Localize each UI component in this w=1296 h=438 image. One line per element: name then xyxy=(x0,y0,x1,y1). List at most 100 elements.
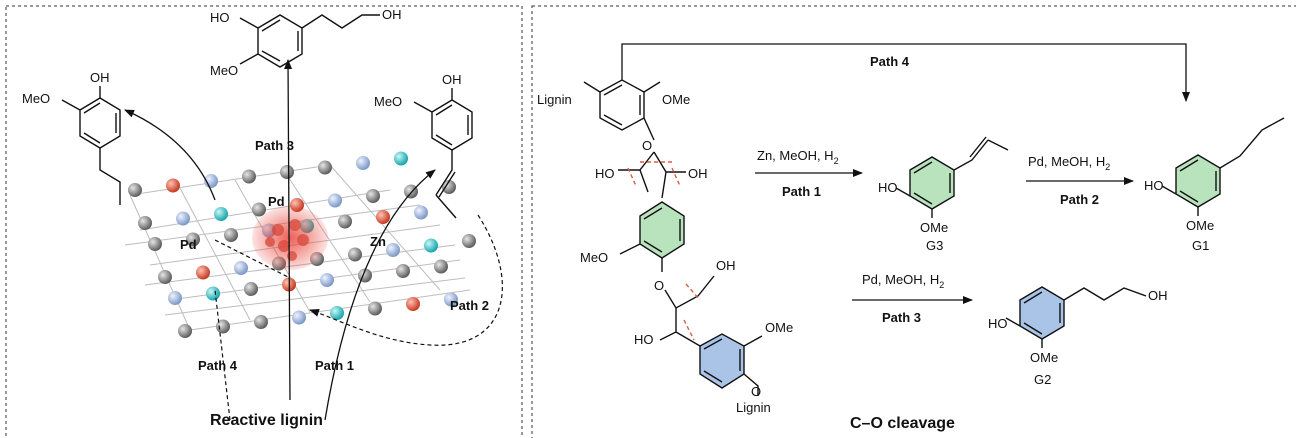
lignin-substrate xyxy=(583,79,763,396)
path1-label: Path 1 xyxy=(315,358,354,373)
substrate-meo: MeO xyxy=(580,250,608,265)
catalyst-atom xyxy=(376,210,390,224)
pd-cluster-dots xyxy=(265,219,309,261)
path-arrow-to-left-product xyxy=(124,109,216,201)
catalyst-atom xyxy=(292,310,306,325)
substrate-oh-right: OH xyxy=(688,166,708,181)
product-g3 xyxy=(895,136,1009,218)
path4-dashed-line xyxy=(214,289,231,421)
substrate-o-bottom: O xyxy=(751,384,761,399)
product-g1 xyxy=(1161,117,1285,216)
molecule-left xyxy=(61,86,121,205)
pd-center-label: Pd xyxy=(268,194,285,209)
catalyst-atom xyxy=(196,265,210,280)
catalyst-atom xyxy=(318,160,332,175)
catalyst-atom xyxy=(424,238,438,253)
g3-ome: OMe xyxy=(920,220,948,235)
path3-label: Path 3 xyxy=(255,138,294,153)
catalyst-atom xyxy=(396,264,410,278)
substrate-lignin-top: Lignin xyxy=(537,92,572,107)
catalyst-atom xyxy=(128,183,142,197)
right-panel-border xyxy=(531,5,1296,438)
pd-connector-dashed xyxy=(214,239,291,279)
catalyst-atom xyxy=(234,261,248,275)
catalyst-atom xyxy=(394,151,408,166)
molecule-right xyxy=(413,88,473,219)
catalyst-atom xyxy=(444,292,458,307)
g1-name: G1 xyxy=(1192,238,1209,253)
g2-ho: HO xyxy=(988,316,1008,331)
catalyst-atom xyxy=(214,207,228,221)
path2-arrow xyxy=(309,214,503,346)
pd-left-label: Pd xyxy=(180,237,197,252)
g2-oh: OH xyxy=(1148,288,1168,303)
right-path4-label: Path 4 xyxy=(870,54,910,69)
path3-arrow xyxy=(284,59,293,401)
molecule-top xyxy=(239,14,380,68)
g2-ome: OMe xyxy=(1030,350,1058,365)
substrate-lignin-bottom: Lignin xyxy=(736,400,771,415)
pd-nanoparticle xyxy=(252,206,328,270)
catalyst-atom xyxy=(328,193,342,208)
left-caption: Reactive lignin xyxy=(210,412,323,429)
path1-arrow xyxy=(324,169,436,421)
substrate-ho-left: HO xyxy=(595,166,615,181)
substrate-o-top: O xyxy=(642,138,652,153)
top-mol-meo: MeO xyxy=(210,63,238,78)
catalyst-atom xyxy=(406,297,420,311)
g3-ho: HO xyxy=(878,180,898,195)
catalyst-atom xyxy=(368,301,382,316)
catalyst-atom xyxy=(168,291,182,305)
top-mol-ho: HO xyxy=(210,10,230,25)
substrate-ome-top: OMe xyxy=(662,92,690,107)
path4-bracket-arrow xyxy=(621,43,1190,102)
catalyst-atom xyxy=(366,189,380,203)
left-mol-meo: MeO xyxy=(22,91,50,106)
right-mol-meo: MeO xyxy=(374,94,402,109)
left-panel-border xyxy=(5,5,523,438)
left-mol-oh: OH xyxy=(90,70,110,85)
top-mol-oh: OH xyxy=(382,7,402,22)
catalyst-atom xyxy=(224,228,238,242)
path1-conditions: Zn, MeOH, H2 xyxy=(757,148,839,166)
g1-ho: HO xyxy=(1144,178,1164,193)
catalyst-atom xyxy=(158,270,172,284)
catalyst-atom xyxy=(242,169,256,184)
catalyst-atom xyxy=(186,232,200,247)
right-caption: C–O cleavage xyxy=(850,415,955,432)
catalyst-atoms xyxy=(128,151,476,338)
product-g2 xyxy=(1005,286,1147,348)
catalyst-atom xyxy=(434,259,448,274)
catalyst-atom xyxy=(320,273,334,287)
substrate-o-label: O xyxy=(654,278,664,293)
catalyst-atom xyxy=(414,205,428,220)
catalyst-atom xyxy=(386,243,400,257)
substrate-ome-lower: OMe xyxy=(765,320,793,335)
catalyst-atom xyxy=(462,234,476,248)
catalyst-atom xyxy=(206,286,220,301)
catalyst-atom xyxy=(148,237,162,251)
catalyst-atom xyxy=(138,216,152,230)
path3-conditions: Pd, MeOH, H2 xyxy=(862,272,944,290)
catalyst-atom xyxy=(254,315,268,329)
catalyst-atom xyxy=(178,324,192,338)
substrate-oh-chain: OH xyxy=(716,258,736,273)
catalyst-atom xyxy=(280,165,294,179)
right-path2-label: Path 2 xyxy=(1060,192,1099,207)
catalyst-atom xyxy=(356,156,370,170)
g1-ome: OMe xyxy=(1186,218,1214,233)
cleavage-marks xyxy=(627,161,701,341)
substrate-ho-lower: HO xyxy=(634,332,654,347)
catalyst-atom xyxy=(348,247,362,262)
catalyst-atom xyxy=(442,180,456,194)
g2-name: G2 xyxy=(1034,372,1051,387)
catalyst-atom xyxy=(176,211,190,226)
catalyst-atom xyxy=(338,214,352,229)
right-mol-oh: OH xyxy=(442,72,462,87)
path2-label: Path 2 xyxy=(450,298,489,313)
right-path3-label: Path 3 xyxy=(882,310,921,325)
catalyst-atom xyxy=(252,202,266,217)
right-path1-label: Path 1 xyxy=(782,184,821,199)
path2-conditions: Pd, MeOH, H2 xyxy=(1028,154,1110,172)
